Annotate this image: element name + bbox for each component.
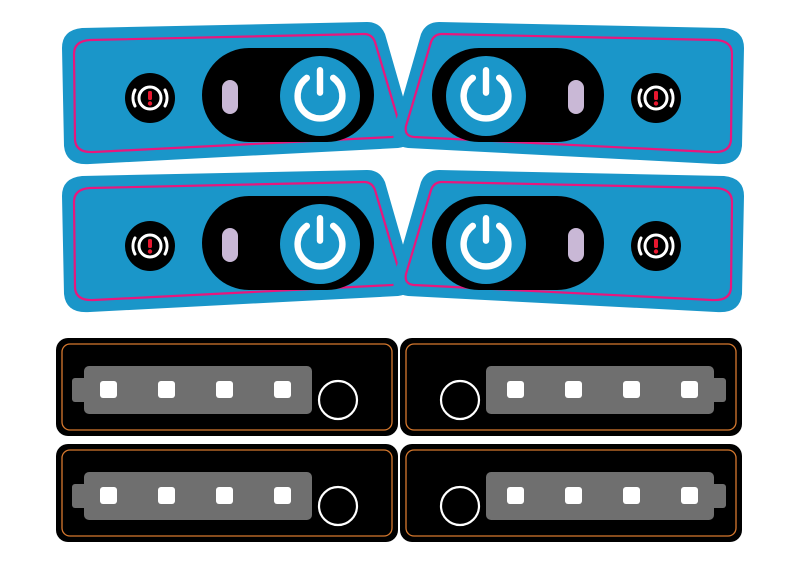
- ring-button-icon[interactable]: [317, 485, 359, 527]
- battery-gauge: [72, 472, 312, 520]
- power-icon-disc: [446, 204, 526, 284]
- power-panel-top-left: [62, 22, 413, 165]
- battery-gauge: [72, 366, 312, 414]
- power-icon-arc: [460, 222, 512, 270]
- battery-cell: [623, 487, 640, 504]
- battery-cell: [274, 381, 291, 398]
- battery-cell: [565, 487, 582, 504]
- strip-outline: [61, 449, 393, 537]
- battery-cell: [507, 487, 524, 504]
- led-indicator-icon: [568, 228, 584, 262]
- battery-cell: [565, 381, 582, 398]
- alert-icon-mark: [654, 91, 658, 100]
- alert-icon-dot: [653, 249, 659, 254]
- power-icon-disc: [446, 56, 526, 136]
- alert-icon-ring: [643, 233, 669, 259]
- power-panel-top-right: [393, 22, 744, 165]
- panel-outline: [404, 32, 734, 154]
- alert-icon-bracket-left: [131, 236, 137, 256]
- power-button[interactable]: [280, 204, 360, 284]
- power-icon-arc: [294, 222, 346, 270]
- battery-cell: [623, 381, 640, 398]
- power-icon: [280, 56, 360, 136]
- battery-cell: [100, 381, 117, 398]
- battery-cell: [216, 381, 233, 398]
- brake-warning-icon: [125, 73, 175, 123]
- power-icon-disc: [280, 204, 360, 284]
- alert-icon-mark: [654, 239, 658, 248]
- alert-icon-ring: [137, 85, 163, 111]
- battery-cell: [274, 487, 291, 504]
- power-panel-bottom-right: [393, 170, 744, 313]
- battery-cell: [158, 381, 175, 398]
- strip-outline: [405, 449, 737, 537]
- alert-icon-mark: [148, 239, 152, 248]
- alert-icon-ring: [137, 233, 163, 259]
- alert-icon-bracket-right: [637, 236, 643, 256]
- battery-cell: [216, 487, 233, 504]
- power-button[interactable]: [280, 56, 360, 136]
- battery-cell: [681, 381, 698, 398]
- panel-outline: [72, 32, 402, 154]
- battery-strip-top-right: [400, 338, 742, 436]
- power-icon: [280, 204, 360, 284]
- battery-cell: [507, 381, 524, 398]
- power-icon: [446, 204, 526, 284]
- power-icon-arc: [294, 74, 346, 122]
- power-icon-disc: [280, 56, 360, 136]
- power-panel-bottom-left: [62, 170, 413, 313]
- battery-body: [486, 472, 714, 520]
- alert-icon-ring: [643, 85, 669, 111]
- alert-icon-dot: [147, 249, 153, 254]
- battery-strip-bottom-left: [56, 444, 398, 542]
- power-icon: [446, 56, 526, 136]
- led-indicator-icon: [222, 80, 238, 114]
- battery-cell: [100, 487, 117, 504]
- alert-icon-bracket-right: [637, 88, 643, 108]
- battery-gauge: [486, 366, 726, 414]
- ring-button-icon[interactable]: [439, 485, 481, 527]
- ring-button-icon[interactable]: [317, 379, 359, 421]
- panel-outline: [404, 180, 734, 302]
- battery-strip-top-left: [56, 338, 398, 436]
- ring-button-icon[interactable]: [439, 379, 481, 421]
- battery-gauge: [486, 472, 726, 520]
- battery-body: [84, 366, 312, 414]
- alert-icon-bracket-right: [163, 236, 169, 256]
- power-button[interactable]: [446, 204, 526, 284]
- battery-strip-bottom-right: [400, 444, 742, 542]
- alert-icon-dot: [147, 101, 153, 106]
- alert-icon-bracket-left: [131, 88, 137, 108]
- battery-cell: [681, 487, 698, 504]
- battery-cell: [158, 487, 175, 504]
- battery-body: [84, 472, 312, 520]
- alert-icon-mark: [148, 91, 152, 100]
- alert-icon-bracket-left: [669, 236, 675, 256]
- power-button[interactable]: [446, 56, 526, 136]
- power-icon-arc: [460, 74, 512, 122]
- led-indicator-icon: [222, 228, 238, 262]
- led-indicator-icon: [568, 80, 584, 114]
- strip-outline: [61, 343, 393, 431]
- alert-icon-dot: [653, 101, 659, 106]
- alert-icon-bracket-left: [669, 88, 675, 108]
- alert-icon-bracket-right: [163, 88, 169, 108]
- brake-warning-icon: [631, 221, 681, 271]
- battery-body: [486, 366, 714, 414]
- panel-outline: [72, 180, 402, 302]
- brake-warning-icon: [631, 73, 681, 123]
- strip-outline: [405, 343, 737, 431]
- brake-warning-icon: [125, 221, 175, 271]
